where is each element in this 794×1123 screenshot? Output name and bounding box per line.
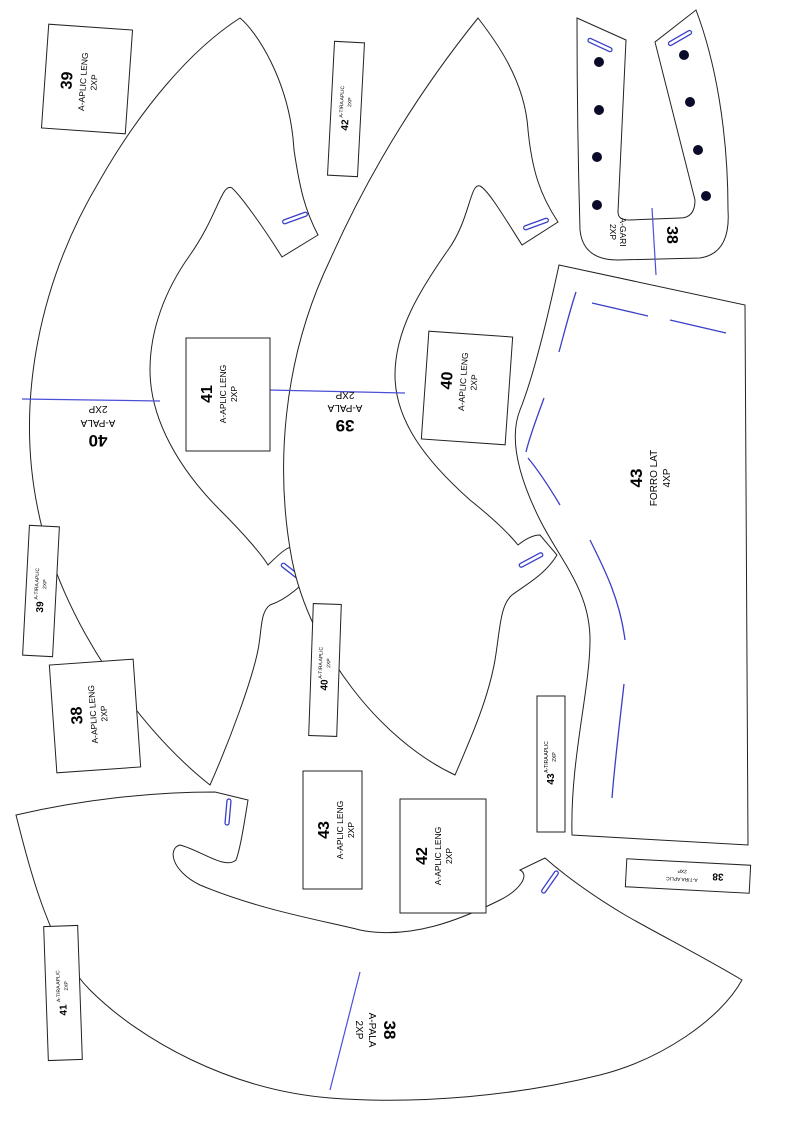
slot-mark (525, 397, 545, 453)
pala-38-piece: 38 A-PALA 2XP (15, 791, 743, 1101)
slot-mark (518, 552, 544, 568)
aplic-leng-43-name: A-APLIC LENG (335, 801, 345, 860)
tira-42-qty: 2XP (347, 97, 354, 107)
aplic-leng-38-name: A-APLIC LENG (86, 685, 100, 744)
tira-39-name: A-TIRA APLIC (34, 567, 42, 599)
aplic-leng-43-qty: 2XP (346, 822, 356, 838)
grain-line (267, 389, 406, 394)
aplic-leng-41-size: 41 (199, 385, 216, 403)
tira-38-size: 38 (712, 870, 724, 882)
tira-42-size: 42 (340, 119, 352, 131)
tira-43-name: A-TIRA APLIC (544, 741, 550, 773)
tira-38-name: A-TIRA APLIC (665, 875, 697, 883)
tira-40-qty: 2XP (326, 658, 332, 668)
tira-43-size: 43 (546, 773, 557, 785)
aplic-leng-42-piece: 42 A-APLIC LENG 2XP (399, 798, 487, 914)
aplic-leng-41-piece: 41 A-APLIC LENG 2XP (185, 337, 271, 452)
aplic-leng-40-name: A-APLIC LENG (456, 352, 470, 411)
gari-38-size: 38 (663, 226, 680, 244)
tira-43-qty: 2XP (552, 752, 558, 762)
forro-43-size: 43 (627, 469, 646, 488)
pala-38-qty: 2XP (353, 1021, 364, 1040)
tira-41-name: A-TIRA APLIC (55, 970, 62, 1002)
slot-mark (611, 683, 625, 799)
aplic-leng-41-qty: 2XP (229, 386, 239, 402)
tira-41-piece: 41 A-TIRA APLIC 2XP (43, 924, 83, 1062)
slot-mark (523, 217, 549, 231)
aplic-leng-39-qty: 2XP (88, 74, 99, 91)
aplic-leng-42-name: A-APLIC LENG (433, 827, 443, 886)
slot-mark (541, 870, 559, 894)
grain-line (21, 398, 161, 402)
tira-41-size: 41 (58, 1004, 69, 1016)
tira-40-name: A-TIRA APLIC (318, 647, 325, 679)
tira-42-piece: 42 A-TIRA APLIC 2XP (326, 40, 366, 178)
tira-41-qty: 2XP (64, 980, 70, 990)
tira-39-piece: 39 A-TIRA APLIC 2XP (22, 524, 60, 658)
grain-line (651, 207, 657, 276)
tira-39-qty: 2XP (42, 579, 49, 589)
aplic-leng-42-qty: 2XP (444, 848, 454, 864)
aplic-leng-43-size: 43 (316, 821, 333, 839)
punch-hole (701, 191, 711, 201)
pala-40-size: 40 (89, 431, 108, 450)
slot-mark (587, 37, 613, 53)
tira-38-qty: 2XP (677, 867, 687, 874)
aplic-leng-40-qty: 2XP (468, 374, 479, 391)
gari-38-name: A-GARI (618, 217, 628, 246)
aplic-leng-39-piece: 39 A-APLIC LENG 2XP (40, 23, 134, 135)
gari-38-qty: 2XP (608, 224, 618, 240)
tira-42-name: A-TIRA APLIC (339, 85, 347, 117)
forro-43-qty: 4XP (662, 468, 673, 487)
punch-hole (594, 105, 604, 115)
forro-43-name: FORRO LAT (649, 450, 660, 506)
grain-line (329, 971, 361, 1091)
slot-mark (591, 302, 649, 317)
pala-39-name: A-PALA (327, 402, 362, 413)
punch-hole (679, 50, 689, 60)
slot-mark (224, 798, 232, 826)
aplic-leng-38-piece: 38 A-APLIC LENG 2XP (48, 658, 142, 774)
slot-mark (589, 539, 626, 641)
tira-43-piece: 43 A-TIRA APLIC 2XP (536, 695, 566, 833)
slot-mark (558, 291, 577, 353)
slot-mark (667, 29, 693, 47)
aplic-leng-43-piece: 43 A-APLIC LENG 2XP (302, 770, 363, 890)
pala-40-name: A-PALA (80, 417, 115, 428)
punch-hole (592, 200, 602, 210)
gari-38-piece: 38 A-GARI 2XP (576, 9, 729, 276)
pala-39-piece: 39 A-PALA 2XP (267, 17, 559, 776)
punch-hole (693, 145, 703, 155)
tira-38-piece: 38 A-TIRA APLIC 2XP (624, 858, 752, 894)
aplic-leng-42-size: 42 (414, 847, 431, 865)
aplic-leng-39-name: A-APLIC LENG (76, 52, 90, 111)
slot-mark (282, 211, 308, 225)
slot-mark (669, 319, 727, 334)
punch-hole (592, 152, 602, 162)
punch-hole (685, 97, 695, 107)
slot-mark (527, 457, 561, 506)
pala-38-name: A-PALA (366, 1013, 377, 1048)
forro-43-piece: 43 FORRO LAT 4XP (514, 264, 749, 846)
pala-39-size: 39 (336, 416, 355, 435)
pala-38-size: 38 (380, 1021, 399, 1040)
tira-39-size: 39 (35, 601, 47, 613)
tira-40-size: 40 (319, 679, 330, 691)
pala-39-qty: 2XP (335, 389, 354, 400)
aplic-leng-41-name: A-APLIC LENG (218, 365, 228, 424)
tira-40-piece: 40 A-TIRA APLIC 2XP (308, 603, 342, 737)
aplic-leng-38-size: 38 (68, 706, 86, 725)
aplic-leng-40-piece: 40 A-APLIC LENG 2XP (420, 330, 514, 446)
pala-40-piece: 40 A-PALA 2XP (21, 17, 319, 786)
aplic-leng-38-qty: 2XP (98, 705, 109, 722)
aplic-leng-40-size: 40 (438, 371, 456, 390)
aplic-leng-39-size: 39 (58, 71, 76, 90)
punch-hole (594, 57, 604, 67)
pala-40-qty: 2XP (88, 403, 107, 414)
